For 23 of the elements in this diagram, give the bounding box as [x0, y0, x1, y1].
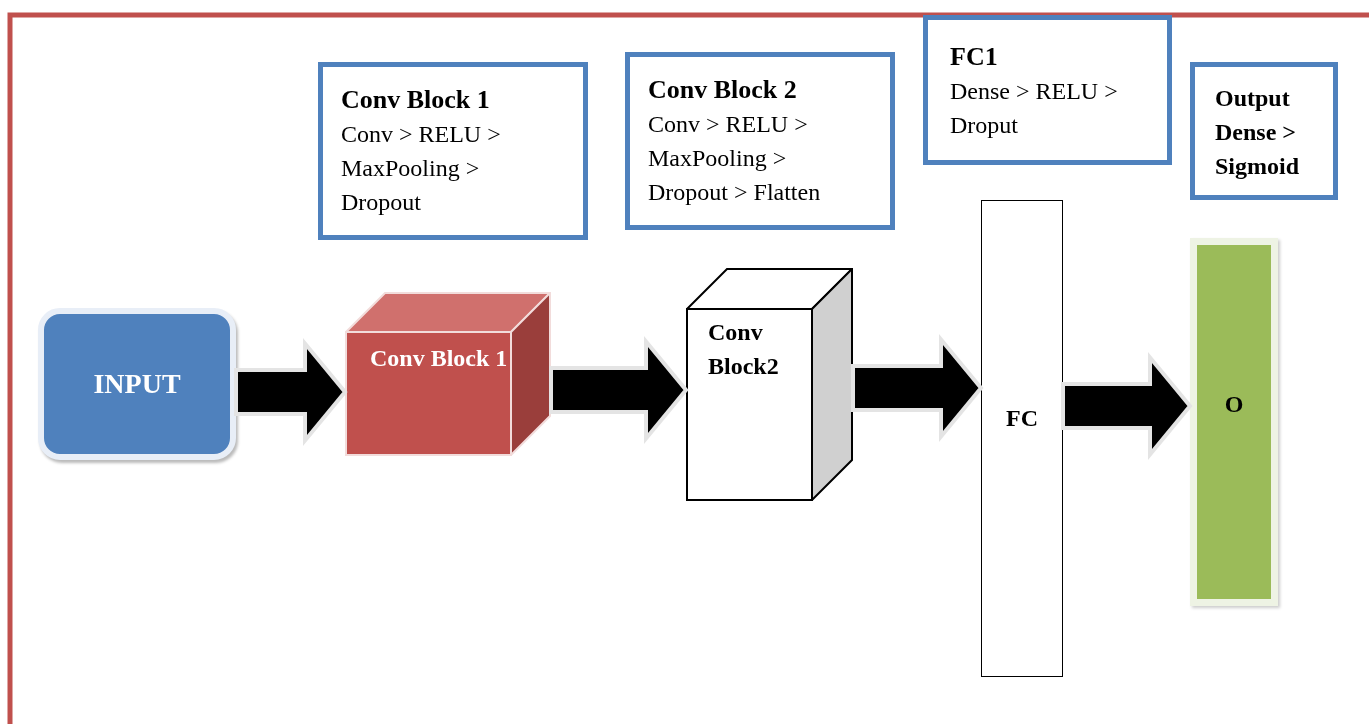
- block-arrow: [851, 334, 984, 442]
- box-heading: Conv Block 2: [648, 74, 798, 106]
- layer-bar: [981, 200, 1063, 677]
- description-box: [923, 15, 1172, 165]
- box-heading: FC1: [950, 41, 999, 73]
- input-box: [38, 308, 236, 460]
- description-box: [625, 52, 895, 230]
- node-label: INPUT: [93, 368, 181, 400]
- block-arrow: [549, 336, 689, 444]
- description-box: [318, 62, 588, 240]
- layer-list: Dense > RELU > Droput: [950, 73, 1120, 142]
- block-arrow: [234, 338, 348, 446]
- layer-list: Conv > RELU > MaxPooling > Dropout > Flatten: [648, 106, 872, 210]
- node-label: Conv Block 1: [370, 344, 509, 373]
- layer-list: Conv > RELU > MaxPooling > Dropout: [341, 116, 565, 220]
- box-heading: Conv Block 1: [341, 84, 491, 116]
- box-heading: Output Dense > Sigmoid: [1215, 84, 1301, 182]
- node-label: Conv Block2: [708, 318, 780, 381]
- node-label: O: [1224, 391, 1244, 418]
- description-box: [1190, 62, 1338, 200]
- node-label: FC: [1006, 405, 1038, 432]
- output-bar: [1190, 238, 1278, 606]
- block-arrow: [1061, 352, 1193, 460]
